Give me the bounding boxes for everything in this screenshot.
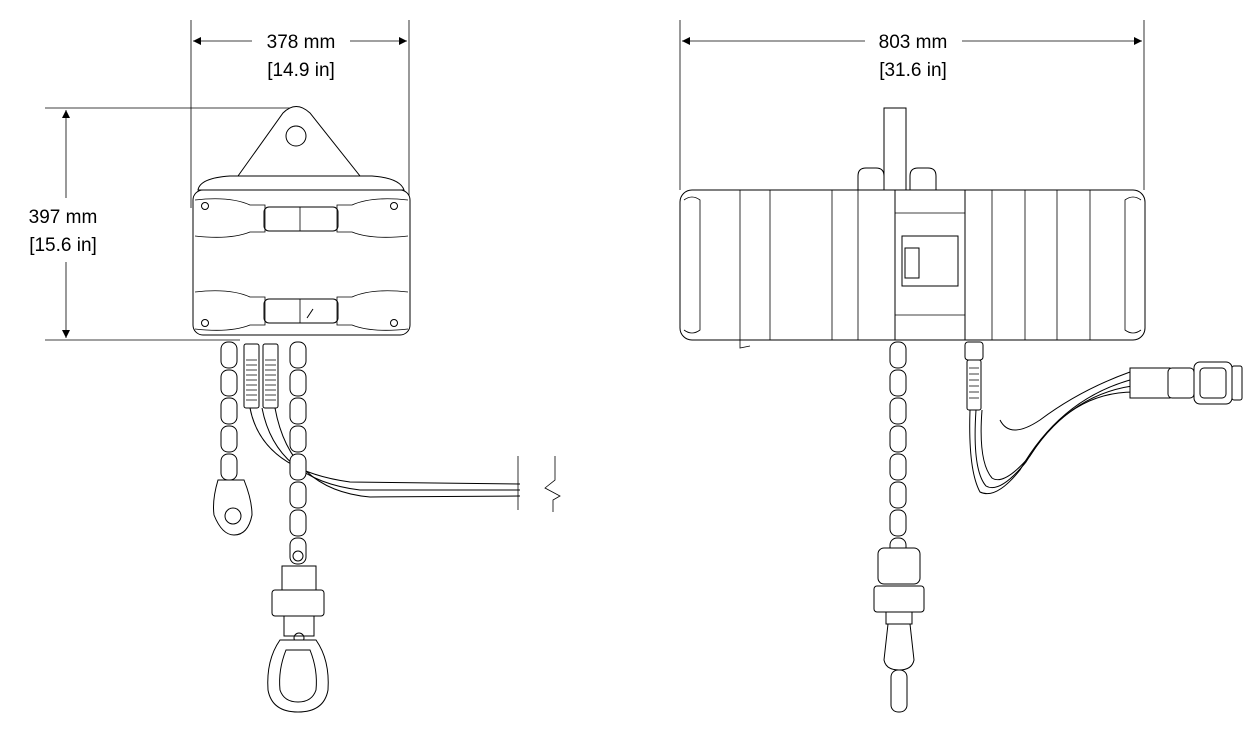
hook-block-front xyxy=(267,565,329,713)
front-width-in-label: [14.9 in] xyxy=(267,60,335,81)
side-width-in-label: [31.6 in] xyxy=(879,60,947,81)
hoist-body-side xyxy=(679,189,1146,349)
hoist-body-front xyxy=(192,175,411,336)
front-view: 378 mm [14.9 in] 397 mm [15.6 in] xyxy=(29,20,561,713)
front-width-mm-label: 378 mm xyxy=(267,32,336,53)
side-width-mm-label: 803 mm xyxy=(879,32,948,53)
side-width-dimension: 803 mm [31.6 in] xyxy=(679,20,1145,190)
hook-block-side xyxy=(873,547,925,713)
suspension-lug-side xyxy=(857,107,937,191)
front-height-in-label: [15.6 in] xyxy=(29,235,97,256)
front-height-mm-label: 397 mm xyxy=(29,207,98,228)
slack-chain xyxy=(213,341,253,536)
side-view: 803 mm [31.6 in] xyxy=(679,20,1243,713)
front-width-dimension: 378 mm [14.9 in] xyxy=(190,20,410,208)
suspension-lug xyxy=(237,106,362,177)
load-chain-side xyxy=(889,341,907,565)
load-chain-front xyxy=(289,341,307,565)
control-cable-side xyxy=(964,341,1243,495)
front-height-dimension: 397 mm [15.6 in] xyxy=(29,107,296,341)
